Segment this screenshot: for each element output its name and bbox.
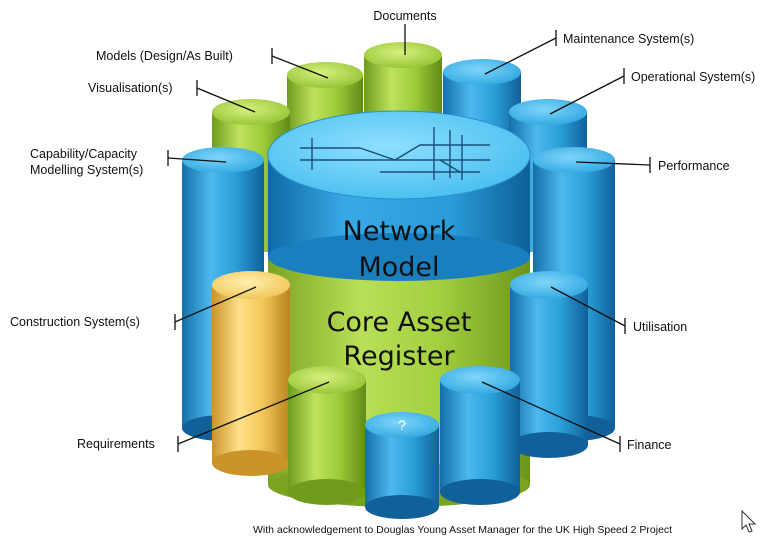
network-model-label-line1: Network	[343, 216, 456, 247]
core-register-label-line2: Register	[343, 341, 455, 372]
label-finance: Finance	[627, 438, 672, 452]
cursor-pointer-icon	[741, 509, 757, 533]
cyl-requirements	[288, 366, 366, 505]
label-requirements: Requirements	[77, 437, 155, 451]
label-utilisation: Utilisation	[633, 320, 687, 334]
label-operational: Operational System(s)	[631, 70, 755, 84]
cyl-finance	[440, 366, 520, 505]
label-capability-line2: Modelling System(s)	[30, 163, 143, 177]
label-construction: Construction System(s)	[10, 315, 140, 329]
label-visualisation: Visualisation(s)	[88, 81, 173, 95]
cyl-unknown	[365, 412, 439, 519]
track-schematic-icon	[300, 127, 490, 180]
network-model-label-line2: Model	[358, 252, 439, 283]
core-register-label-line1: Core Asset	[327, 307, 472, 338]
label-capability-line1: Capability/Capacity	[30, 147, 138, 161]
label-documents: Documents	[373, 9, 436, 23]
leader-lines	[167, 24, 651, 452]
acknowledgement-text: With acknowledgement to Douglas Young As…	[253, 524, 672, 536]
label-maintenance: Maintenance System(s)	[563, 32, 694, 46]
label-performance: Performance	[658, 159, 730, 173]
cyl-utilisation	[510, 271, 588, 458]
label-models: Models (Design/As Built)	[96, 49, 233, 63]
unknown-system-label: ?	[398, 417, 406, 433]
cyl-construction	[212, 271, 290, 476]
network-model-cylinder	[267, 110, 531, 281]
